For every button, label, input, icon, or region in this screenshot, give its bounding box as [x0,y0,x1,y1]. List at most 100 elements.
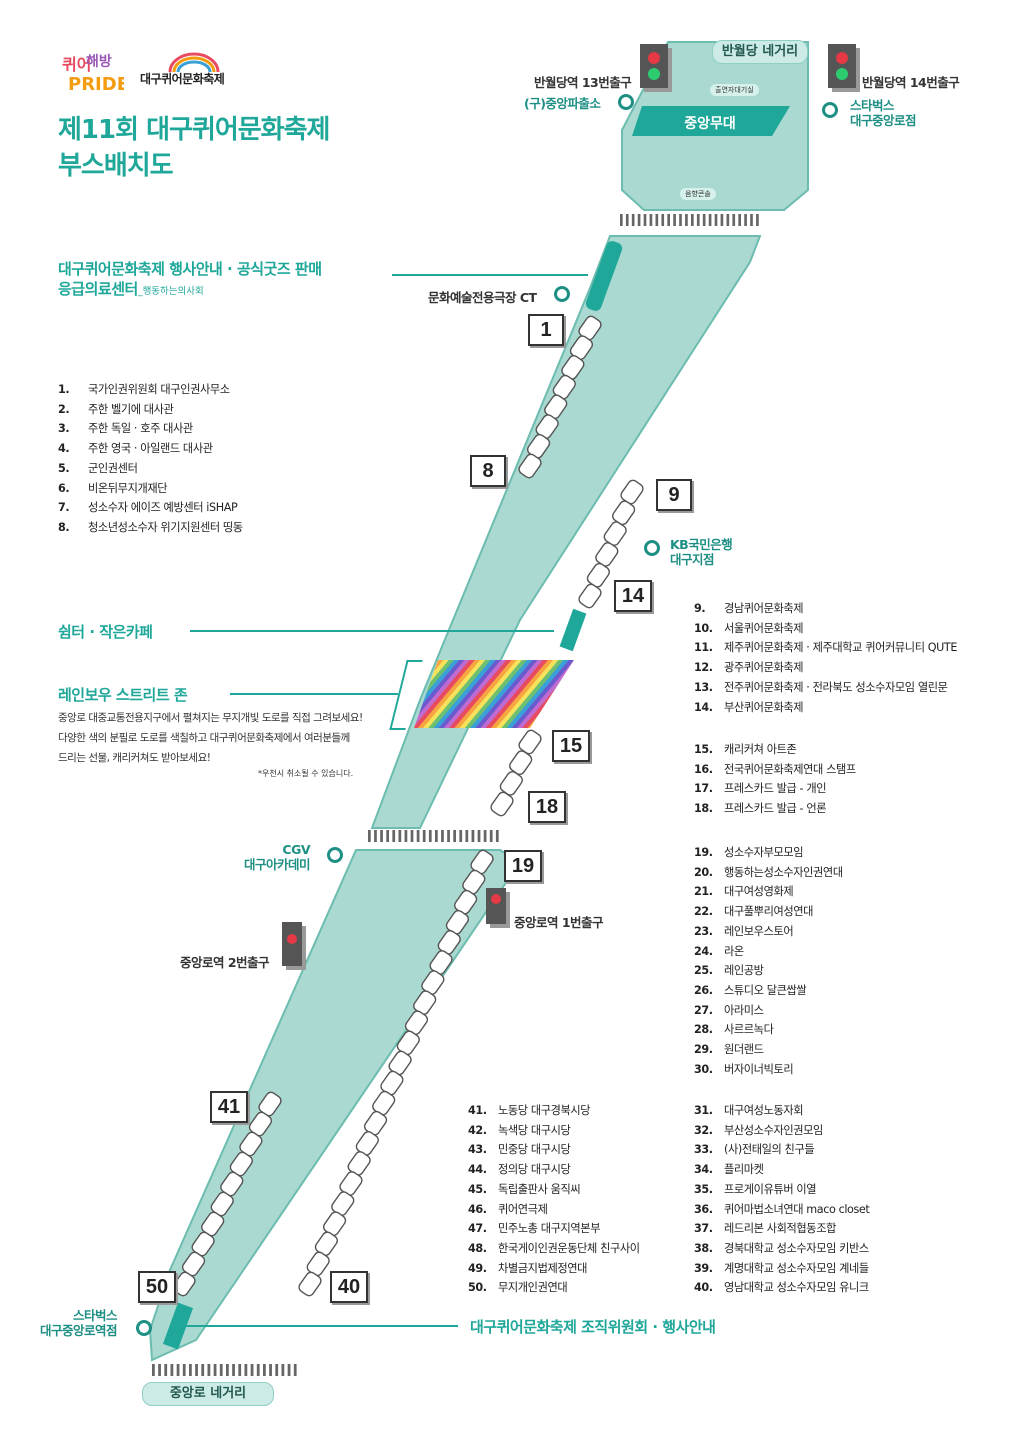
booth-list-name: 한국게이인권운동단체 친구사이 [498,1241,640,1255]
crosswalk-stripe [416,830,420,842]
booth-list-item: 12.광주퀴어문화축제 [694,658,957,678]
starbucks-bottom-marker-icon [136,1320,152,1336]
traffic-light-icon [486,888,506,924]
booth-list-name: 제주퀴어문화축제 · 제주대학교 퀴어커뮤니티 QUTE [724,641,958,655]
crosswalk-stripe [263,1364,266,1376]
booth-list-item: 24.라온 [694,942,843,962]
booth-list-item: 6.비온뒤무지개재단 [58,479,243,499]
booth-list-item: 36.퀴어마법소녀연대 maco closet [694,1200,870,1220]
crosswalk-stripe [232,1364,235,1376]
booth-list-item: 7.성소수자 에이즈 예방센터 iSHAP [58,498,243,518]
booth-list-number: 36. [694,1202,713,1216]
booth-list-name: 사르르녹다 [724,1023,774,1037]
crosswalk-stripe [404,830,408,842]
crosswalk-stripe [238,1364,242,1376]
booth-list-name: 프레스카드 발급 - 개인 [724,782,827,796]
kb-marker-icon [644,540,660,556]
crosswalk-stripe [495,830,499,842]
crosswalk-stripe [164,1364,168,1376]
booth-list-item: 27.아라미스 [694,1001,843,1021]
stage-tag1: 출연자대기실 [710,84,759,96]
booth-list-number: 44. [468,1163,487,1177]
booth-list-item: 40.영남대학교 성소수자모임 유니크 [694,1278,869,1298]
starbucks-marker-icon [822,102,838,118]
medical-sub: _행동하는의사회 [137,286,204,297]
crosswalk-stripe [244,1364,248,1376]
main-stage-label: 중앙무대 [684,116,736,132]
booth-list-number: 29. [694,1043,713,1057]
booth-list-name: 전주퀴어문화축제 · 전라북도 성소수자모임 열린문 [724,680,948,694]
booth-list-item: 47.민주노총 대구지역본부 [468,1219,640,1239]
rainbow-note: *우천시 취소될 수 있습니다. [258,769,354,778]
title-line1: 제11회 대구퀴어문화축제 [58,115,330,145]
pride-logo-art: 퀴어 해방 PRIDE [62,53,129,95]
booth-list-item: 28. 사르르녹다 [694,1020,843,1040]
booth-list-number: 8. [58,520,70,534]
booth-list-number: 2. [58,402,70,416]
traffic-light-icon [828,44,856,88]
info-kiosk [585,241,623,311]
booth-list-number: 33. [694,1143,713,1157]
crosswalk-stripe [447,830,450,842]
booth-list-item: 1.국가인권위원회 대구인권사무소 [58,380,243,400]
booth-list-number: 16. [694,762,713,776]
booth-list-item: 2.주한 벨기에 대사관 [58,400,243,420]
booth-list-name: 전국퀴어문화축제연대 스탬프 [724,762,856,776]
crosswalk-stripe [685,214,688,226]
rainbow-desc-line2: 다양한 색의 분필로 도로를 색칠하고 대구퀴어문화축제에서 여러분들께 [58,732,350,744]
crosswalk-stripe [702,214,706,226]
booth-list-name: 성소수자 에이즈 예방센터 iSHAP [88,501,238,515]
info-booth-callout: 대구퀴어문화축제 행사안내 · 공식굿즈 판매 [58,260,322,278]
crosswalk-stripe [158,1364,161,1376]
booth-1-8 [518,453,542,479]
crosswalk-stripe [679,214,682,226]
booth-list-name: (사)전태일의 친구들 [724,1143,815,1157]
booth-15-18 [490,791,514,817]
booth-list-number: 23. [694,924,713,938]
org-logo-arc [168,52,220,73]
booth-list-name: 광주퀴어문화축제 [724,661,804,675]
medical-label: 응급의료센터 [58,280,138,298]
crosswalk-stripe [661,214,665,226]
booth-list-name: 버자이너빅토리 [724,1062,794,1076]
booth-number-box: 8 [470,455,506,487]
crosswalk-stripe [170,1364,174,1376]
booth-list-item: 3.주한 독일 · 호주 대사관 [58,419,243,439]
crosswalk-stripe [708,214,712,226]
booth-number-box: 15 [552,730,590,762]
police-marker-icon [618,94,634,110]
booth-list-number: 41. [468,1104,487,1117]
shelter-callout-line [190,630,554,632]
page-title: 제11회 대구퀴어문화축제 부스배치도 [58,112,330,184]
booth-list-item: 35.프로게이유튜버 이열 [694,1180,869,1200]
booth-list-name: 성소수자부모모임 [724,846,804,859]
booth-list-name: 주한 영국 · 아일랜드 대사관 [88,442,213,456]
booth-list-item: 34.플리마켓 [694,1160,869,1180]
booth-list-item: 46.퀴어연극제 [468,1200,640,1220]
crosswalk-stripe [673,214,676,226]
medical-callout: 응급의료센터_행동하는의사회 [58,278,204,299]
booth-list-name: 무지개인권연대 [498,1281,568,1295]
crosswalk-stripe [269,1364,272,1376]
booth-list-number: 42. [468,1123,487,1137]
crosswalk-stripe [459,830,463,842]
booth-list-item: 13.전주퀴어문화축제 · 전라북도 성소수자모임 열린문 [694,678,957,698]
booth-list-item: 50.무지개인권연대 [468,1278,640,1298]
crosswalk-stripe [483,830,487,842]
booth-list-item: 45.독립출판사 움직씨 [468,1180,640,1200]
crosswalk-stripe [667,214,670,226]
booth-list-item: 9.경남퀴어문화축제 [694,599,957,619]
rainbow-title: 레인보우 스트리트 존 [58,686,188,704]
crosswalk-stripe [201,1364,205,1376]
booth-list-name: 독립출판사 움직씨 [498,1182,581,1196]
booth-list-number: 11. [694,641,713,655]
booth-list-number: 28. [694,1023,713,1037]
crosswalk-stripe [744,214,747,226]
crosswalk-stripe [281,1364,285,1376]
booth-list-item: 30.버자이너빅토리 [694,1060,843,1080]
booth-number-box: 19 [504,850,542,882]
